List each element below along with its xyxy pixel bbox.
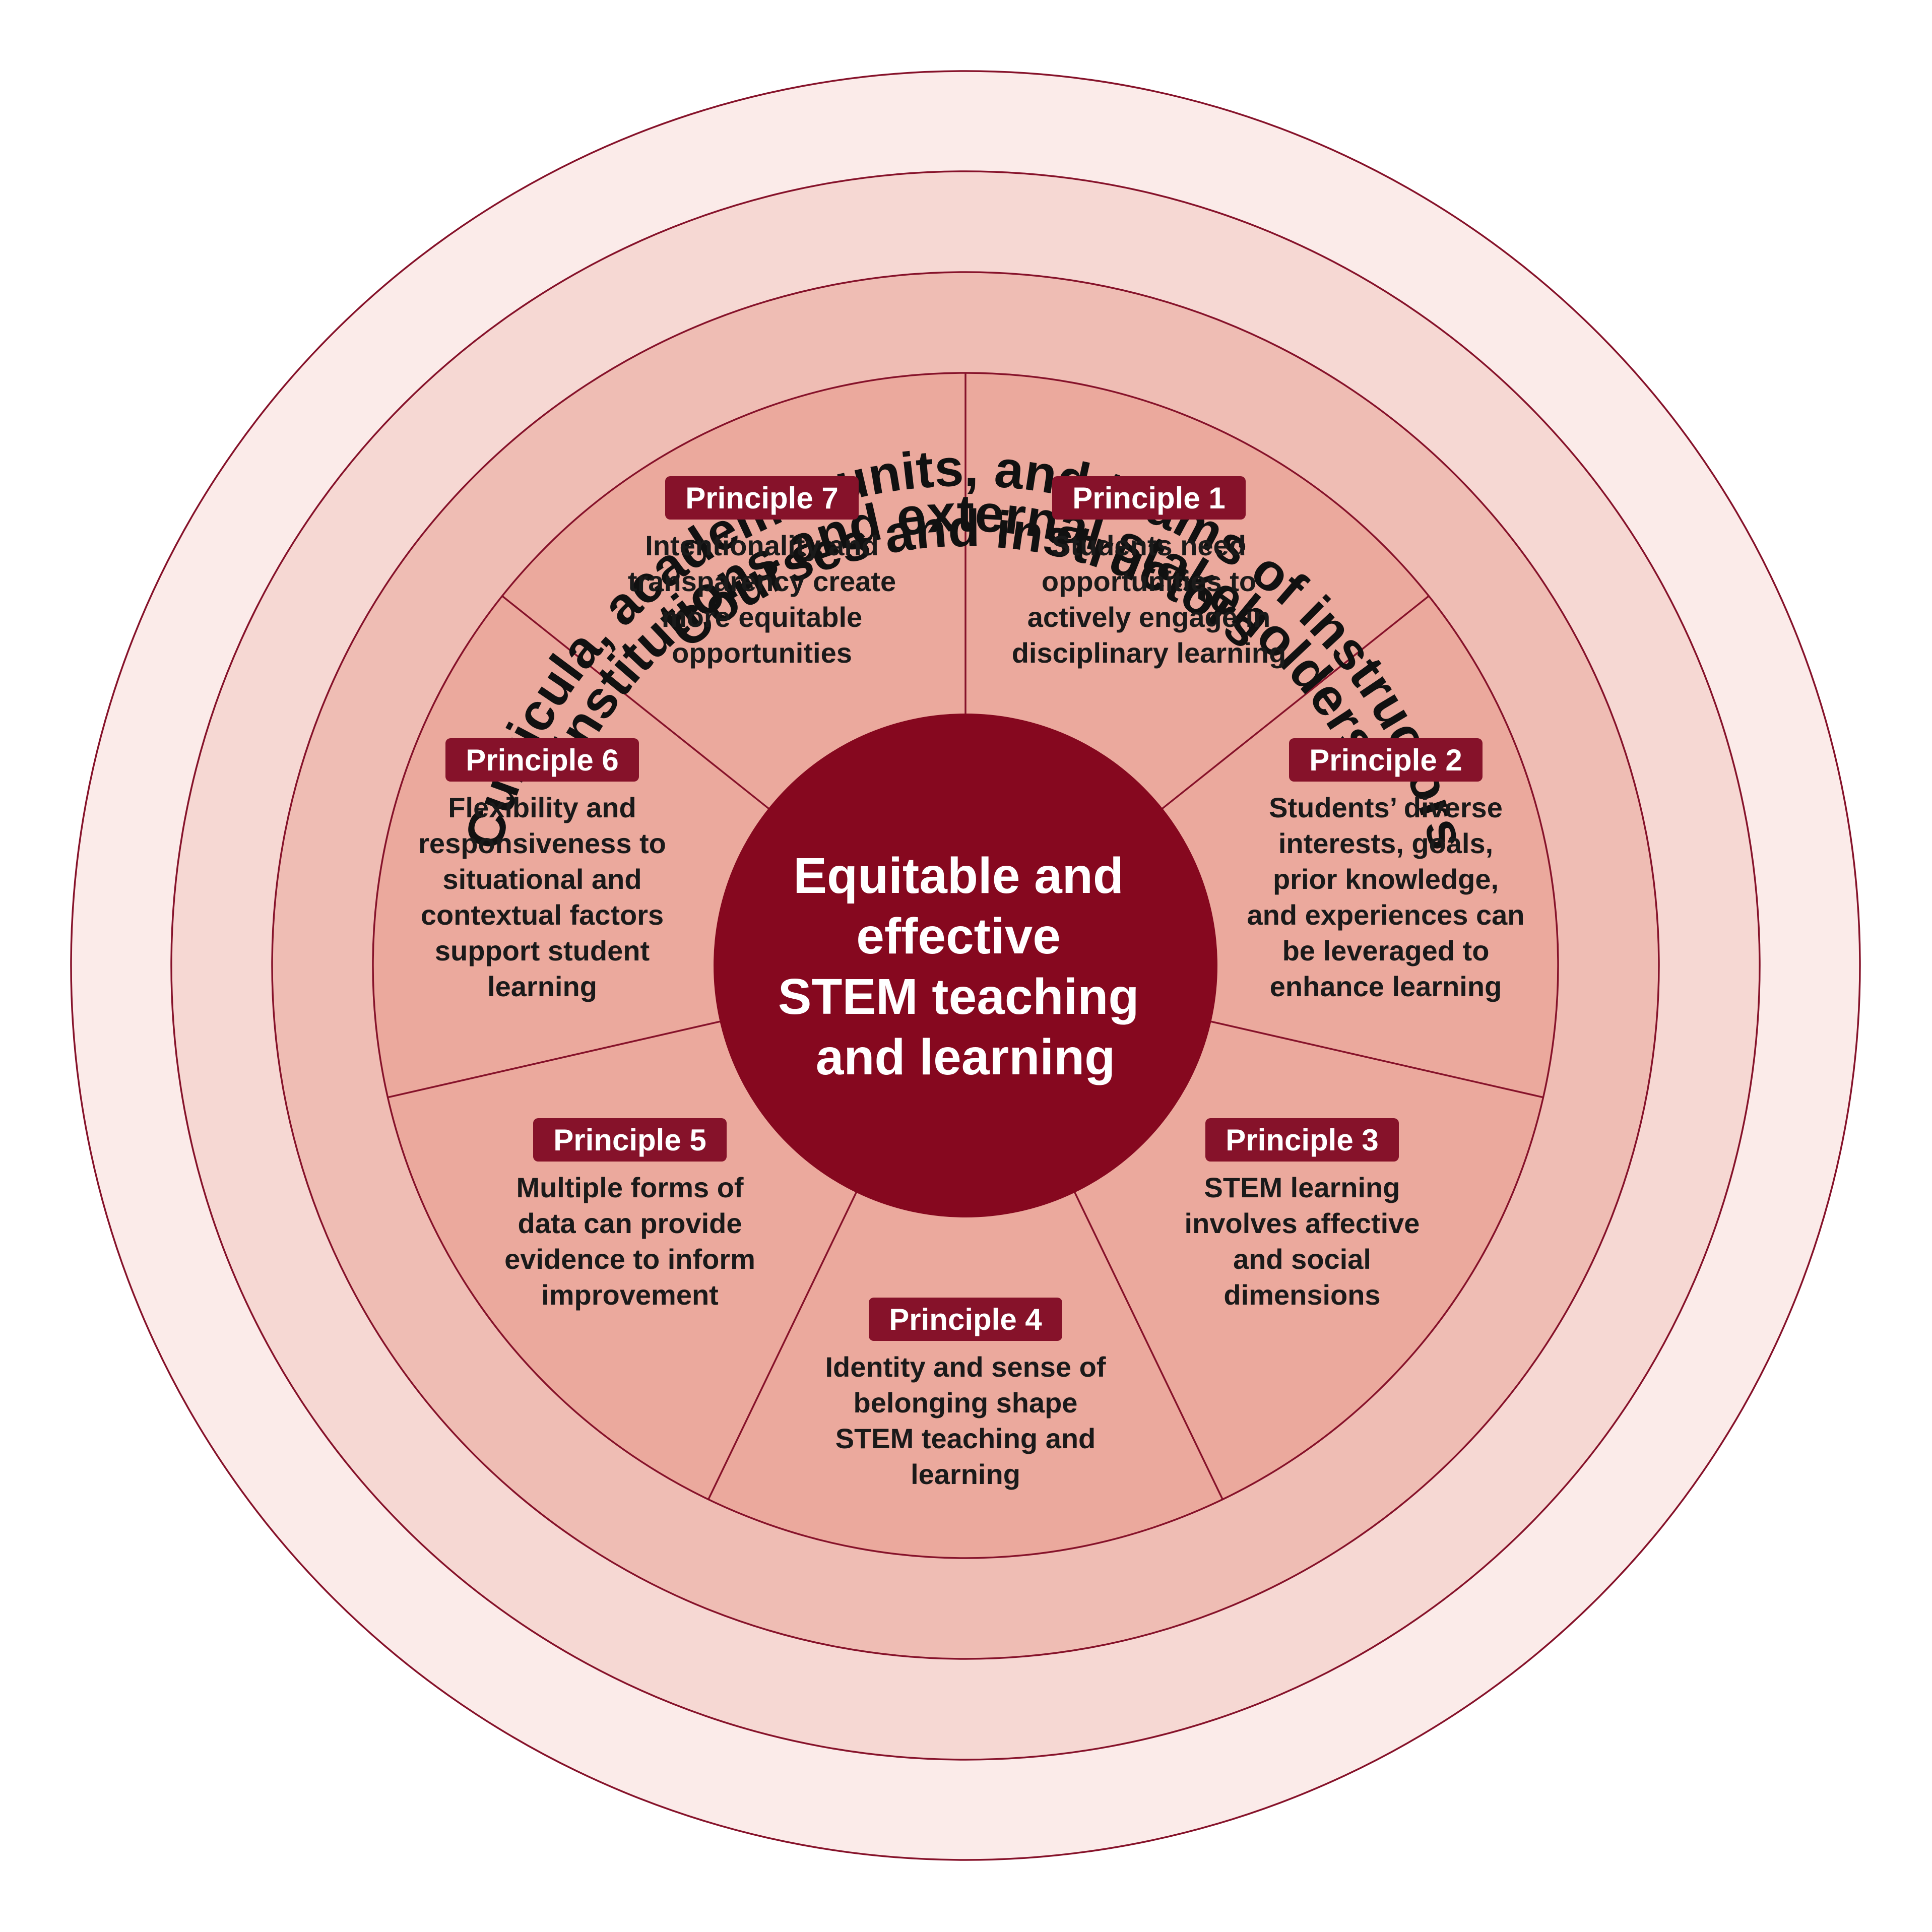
principle-description-line: situational and bbox=[442, 863, 641, 895]
principle-description: Students need opportunities to actively en… bbox=[1012, 530, 1286, 669]
principle-description-line: data can provide bbox=[518, 1207, 742, 1239]
principle-description-line: actively engage in bbox=[1027, 601, 1270, 633]
principle-description-line: Identity and sense of bbox=[825, 1351, 1106, 1383]
principle-description-line: Intentionality and bbox=[645, 530, 879, 561]
principle-description: Multiple forms of data can provide evidenc… bbox=[504, 1172, 755, 1311]
principle-6: Principle 6 Flexibility and responsiveness… bbox=[418, 738, 666, 1002]
principle-badge bbox=[1289, 738, 1483, 782]
principle-badge-label: Principle 1 bbox=[1072, 481, 1225, 515]
center-title-line: Equitable and bbox=[793, 848, 1124, 904]
principle-badge bbox=[445, 738, 639, 782]
principle-description-line: transparency create bbox=[628, 565, 896, 597]
principle-description-line: STEM teaching and bbox=[835, 1423, 1096, 1454]
principle-description-line: enhance learning bbox=[1270, 971, 1502, 1002]
center-circle bbox=[714, 714, 1217, 1217]
principle-badge bbox=[1052, 476, 1246, 520]
principle-description-line: STEM learning bbox=[1204, 1172, 1400, 1203]
principle-description-line: Students’ diverse bbox=[1269, 792, 1503, 823]
principle-description-line: responsiveness to bbox=[418, 827, 666, 859]
principle-description-line: belonging shape bbox=[854, 1387, 1078, 1419]
principle-description-line: opportunities to bbox=[1042, 565, 1256, 597]
principle-1: Principle 1 Students need opportunities to… bbox=[1012, 476, 1286, 669]
principle-description: Flexibility and responsiveness to situatio… bbox=[418, 792, 666, 1002]
principle-description-line: Multiple forms of bbox=[516, 1172, 743, 1203]
principle-4: Principle 4 Identity and sense of belongin… bbox=[825, 1298, 1106, 1490]
principle-badge bbox=[1205, 1118, 1399, 1162]
principle-description-line: learning bbox=[911, 1458, 1020, 1490]
principle-description-line: involves affective bbox=[1185, 1207, 1420, 1239]
principle-description-line: support student bbox=[435, 935, 650, 967]
center-title-line: STEM teaching bbox=[778, 969, 1139, 1025]
principle-badge-label: Principle 7 bbox=[685, 481, 838, 515]
principle-description: Students’ diverse interests, goals, prior … bbox=[1247, 792, 1525, 1002]
principle-labels: Principle 1 Students need opportunities to… bbox=[418, 476, 1524, 1490]
principle-description-line: opportunities bbox=[672, 637, 852, 669]
principle-description: Intentionality and transparency create mor… bbox=[628, 530, 896, 669]
principle-description: STEM learning involves affective and socia… bbox=[1185, 1172, 1420, 1311]
principle-description-line: more equitable bbox=[662, 601, 862, 633]
principle-description-line: be leveraged to bbox=[1282, 935, 1490, 967]
principle-badge-label: Principle 4 bbox=[889, 1303, 1042, 1336]
principle-description-line: prior knowledge, bbox=[1273, 863, 1499, 895]
principle-description-line: Flexibility and bbox=[448, 792, 636, 823]
principle-description-line: evidence to inform bbox=[504, 1243, 755, 1275]
principle-badge-label: Principle 2 bbox=[1309, 743, 1462, 777]
principle-description-line: Students need bbox=[1052, 530, 1246, 561]
principle-description-line: contextual factors bbox=[421, 899, 664, 931]
principle-badge-label: Principle 6 bbox=[466, 743, 618, 777]
principle-7: Principle 7 Intentionality and transparenc… bbox=[628, 476, 896, 669]
principle-description-line: disciplinary learning bbox=[1012, 637, 1286, 669]
principle-badge-label: Principle 5 bbox=[553, 1123, 706, 1157]
center-title-line: effective bbox=[856, 908, 1061, 964]
principle-2: Principle 2 Students’ diverse interests, g… bbox=[1247, 738, 1525, 1002]
principle-description-line: improvement bbox=[541, 1279, 719, 1311]
principle-badge bbox=[533, 1118, 727, 1162]
principle-badge bbox=[665, 476, 859, 520]
principle-3: Principle 3 STEM learning involves affecti… bbox=[1185, 1118, 1420, 1311]
principle-description-line: dimensions bbox=[1223, 1279, 1380, 1311]
principle-description-line: learning bbox=[487, 971, 597, 1002]
principle-badge bbox=[869, 1298, 1062, 1341]
center-title: Equitable and effective STEM teaching an… bbox=[778, 848, 1153, 1085]
principle-badge-label: Principle 3 bbox=[1226, 1123, 1378, 1157]
principle-description-line: interests, goals, bbox=[1278, 827, 1493, 859]
center-title-line: and learning bbox=[816, 1029, 1116, 1085]
principle-description-line: and social bbox=[1233, 1243, 1371, 1275]
principle-5: Principle 5 Multiple forms of data can pro… bbox=[504, 1118, 755, 1311]
principle-description-line: and experiences can bbox=[1247, 899, 1525, 931]
